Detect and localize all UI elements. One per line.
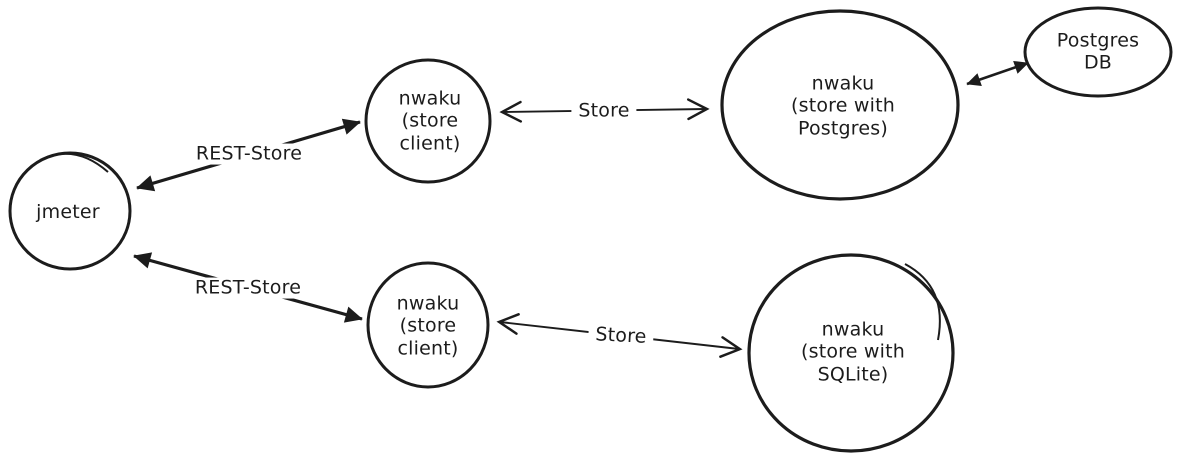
- node-client-bottom-ellipse: [366, 261, 490, 389]
- node-jmeter-label: jmeter: [36, 200, 100, 223]
- node-postgres-node-ellipse: [720, 9, 960, 201]
- edge-postgres-db-link: [966, 60, 1029, 87]
- node-postgres-db-ellipse: [1023, 6, 1173, 98]
- node-client-top-label: nwaku (store client): [398, 87, 462, 155]
- edge-rest-store-bottom-label: REST-Store: [187, 277, 309, 299]
- edge-store-top-label: Store: [571, 100, 637, 122]
- edge-store-bottom-label: Store: [587, 323, 655, 349]
- node-postgres-db-label: Postgres DB: [1056, 29, 1140, 74]
- node-sqlite-sketch-stroke: [904, 263, 941, 341]
- node-sqlite-node-label: nwaku (store with SQLite): [800, 318, 906, 386]
- node-sqlite-node-ellipse: [747, 253, 955, 453]
- node-jmeter-sketch-stroke: [39, 152, 109, 173]
- node-client-top-ellipse: [364, 58, 492, 184]
- node-client-bottom-label: nwaku (store client): [396, 292, 460, 360]
- node-postgres-node-label: nwaku (store with Postgres): [790, 72, 896, 140]
- edge-rest-store-top-label: REST-Store: [188, 143, 310, 165]
